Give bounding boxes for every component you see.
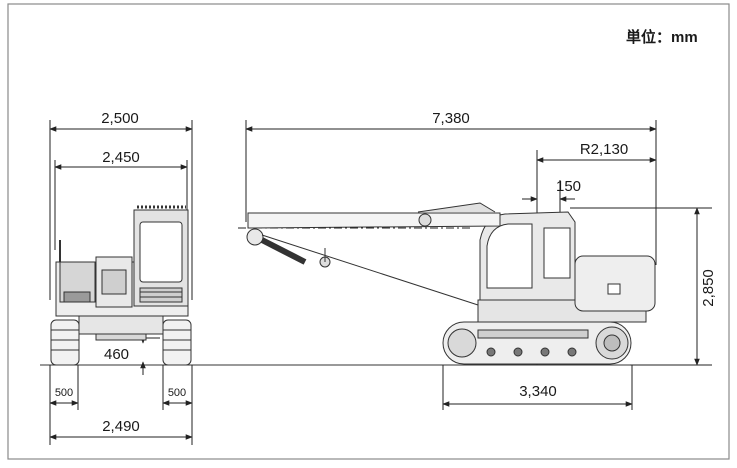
front-view bbox=[49, 120, 193, 445]
border-frame bbox=[7, 3, 730, 460]
ground-clearance-label: 460 bbox=[104, 346, 129, 363]
tail-swing-radius-label: R2,130 bbox=[580, 141, 628, 158]
track-length-label: 3,340 bbox=[519, 383, 557, 400]
track-shoe-right-label: 500 bbox=[168, 387, 186, 399]
overall-height-label: 2,850 bbox=[700, 269, 717, 307]
track-gauge-width-label: 2,490 bbox=[102, 418, 140, 435]
track-shoe-left-label: 500 bbox=[55, 387, 73, 399]
excavator-front-illustration bbox=[50, 205, 192, 366]
side-view bbox=[238, 120, 712, 410]
unit-label: 単位：mm bbox=[626, 28, 698, 46]
overall-width-label: 2,500 bbox=[101, 110, 139, 127]
body-width-label: 2,450 bbox=[102, 149, 140, 166]
offset-label: 150 bbox=[556, 178, 581, 195]
crane-excavator-side-illustration bbox=[246, 202, 656, 365]
boom-length-label: 7,380 bbox=[432, 110, 470, 127]
